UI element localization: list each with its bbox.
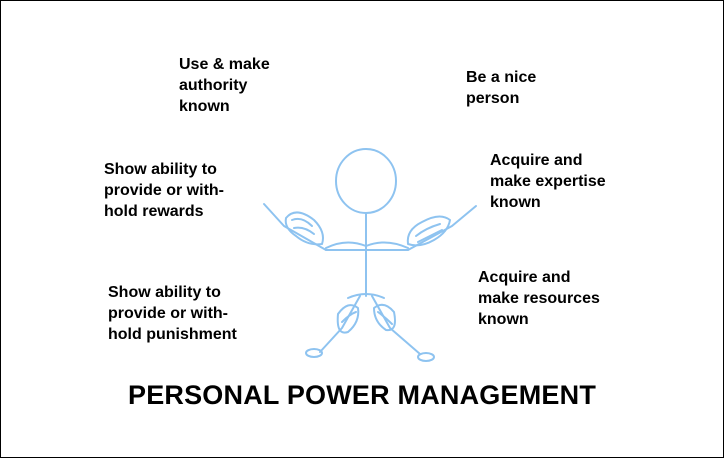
punishment-label: Show ability to provide or with- hold pu… [108, 284, 237, 343]
figure-hips [347, 293, 385, 299]
figure-left-foot [305, 348, 323, 358]
expertise-label: Acquire and make expertise known [490, 152, 606, 211]
figure-left-bicep [284, 211, 324, 246]
page-title: PERSONAL POWER MANAGEMENT [127, 380, 597, 410]
figure-left-arm [263, 203, 327, 251]
figure-left-thigh [336, 304, 360, 334]
figure-head [335, 148, 397, 214]
rewards-label: Show ability to provide or with- hold re… [104, 161, 224, 220]
figure-right-foot [417, 352, 435, 362]
nice-person-label: Be a nice person [466, 69, 537, 107]
figure-right-arm [407, 205, 477, 251]
resources-label: Acquire and make resources known [478, 269, 600, 328]
figure-right-bicep [406, 215, 451, 247]
authority-label: Use & make authority known [179, 56, 270, 115]
stick-figure [263, 148, 477, 362]
figure-right-thigh [373, 303, 396, 332]
figure-shoulders [325, 241, 409, 249]
